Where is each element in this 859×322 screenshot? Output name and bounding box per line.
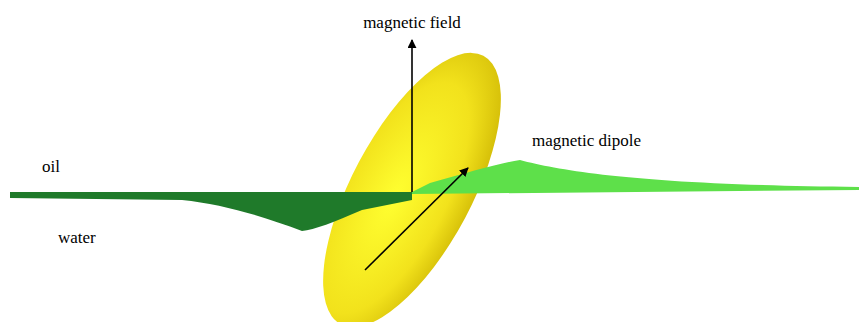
label-text: oil [42,157,60,177]
label-text: magnetic field [363,13,461,33]
water-meniscus [10,192,412,231]
field-arrow [411,40,413,192]
label-text: water [58,228,96,248]
dipole-arrow [365,168,468,270]
label-text: magnetic dipole [532,131,641,151]
oil-meniscus [412,160,859,194]
